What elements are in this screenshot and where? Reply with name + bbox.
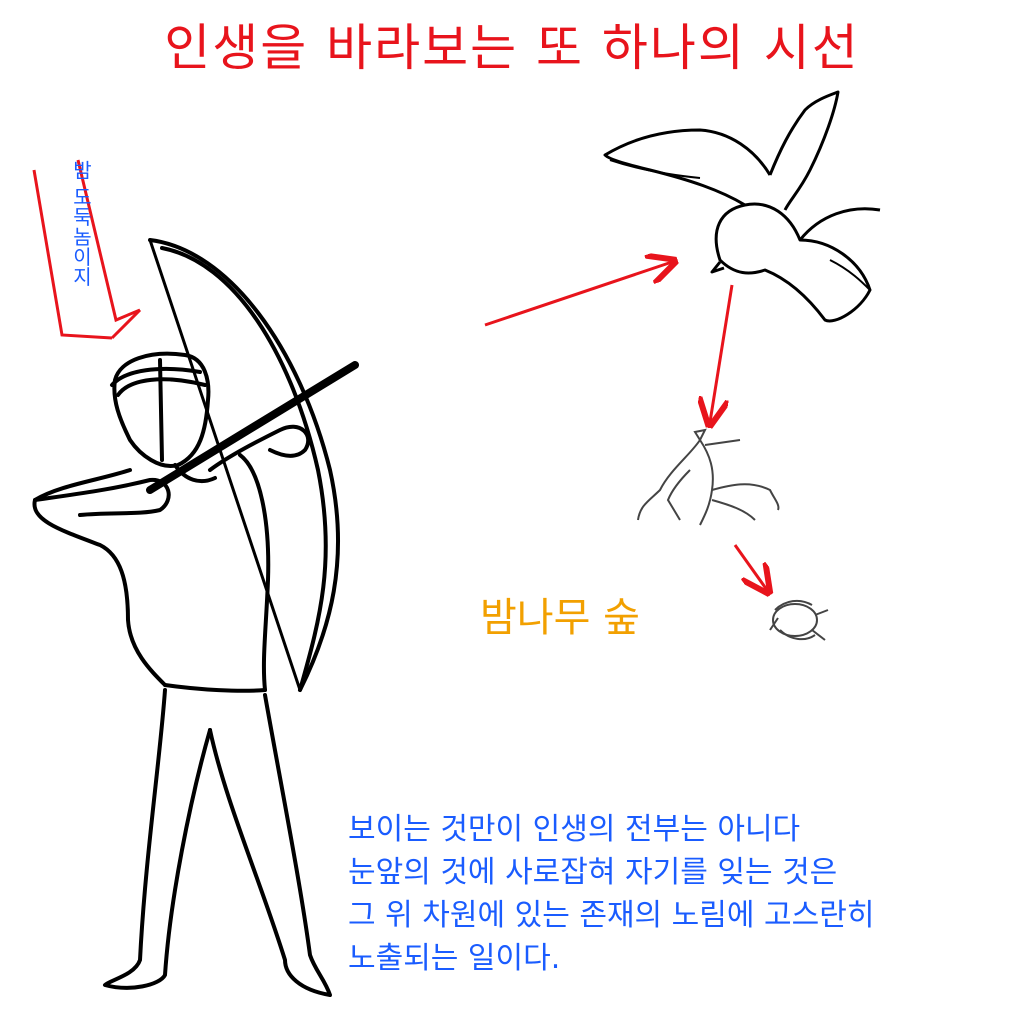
mantis-illustration: [637, 428, 780, 526]
archer-figure: [32, 238, 359, 997]
quote-line: 그 위 차원에 있는 존재의 노림에 고스란히: [348, 898, 875, 933]
arrow-to-mantis: [710, 284, 734, 422]
bird-illustration: [603, 90, 881, 323]
arrow-to-bird: [484, 262, 672, 327]
quote-line: 노출되는 일이다.: [348, 941, 561, 976]
page-title: 인생을 바라보는 또 하나의 시선: [164, 19, 860, 77]
side-label: 밤 도둑놈이지: [69, 160, 93, 287]
quote-line: 보이는 것만이 인생의 전부는 아니다: [348, 812, 801, 847]
red-arrows: [484, 262, 767, 590]
quote-text: 보이는 것만이 인생의 전부는 아니다 눈앞의 것에 사로잡혀 자기를 잊는 것…: [348, 808, 874, 980]
side-label-bracket: [32, 159, 142, 340]
quote-line: 눈앞의 것에 사로잡혀 자기를 잊는 것은: [348, 855, 838, 890]
insect-illustration: [769, 599, 829, 641]
arrow-to-insect: [733, 544, 767, 590]
forest-label: 밤나무 숲: [480, 595, 640, 641]
